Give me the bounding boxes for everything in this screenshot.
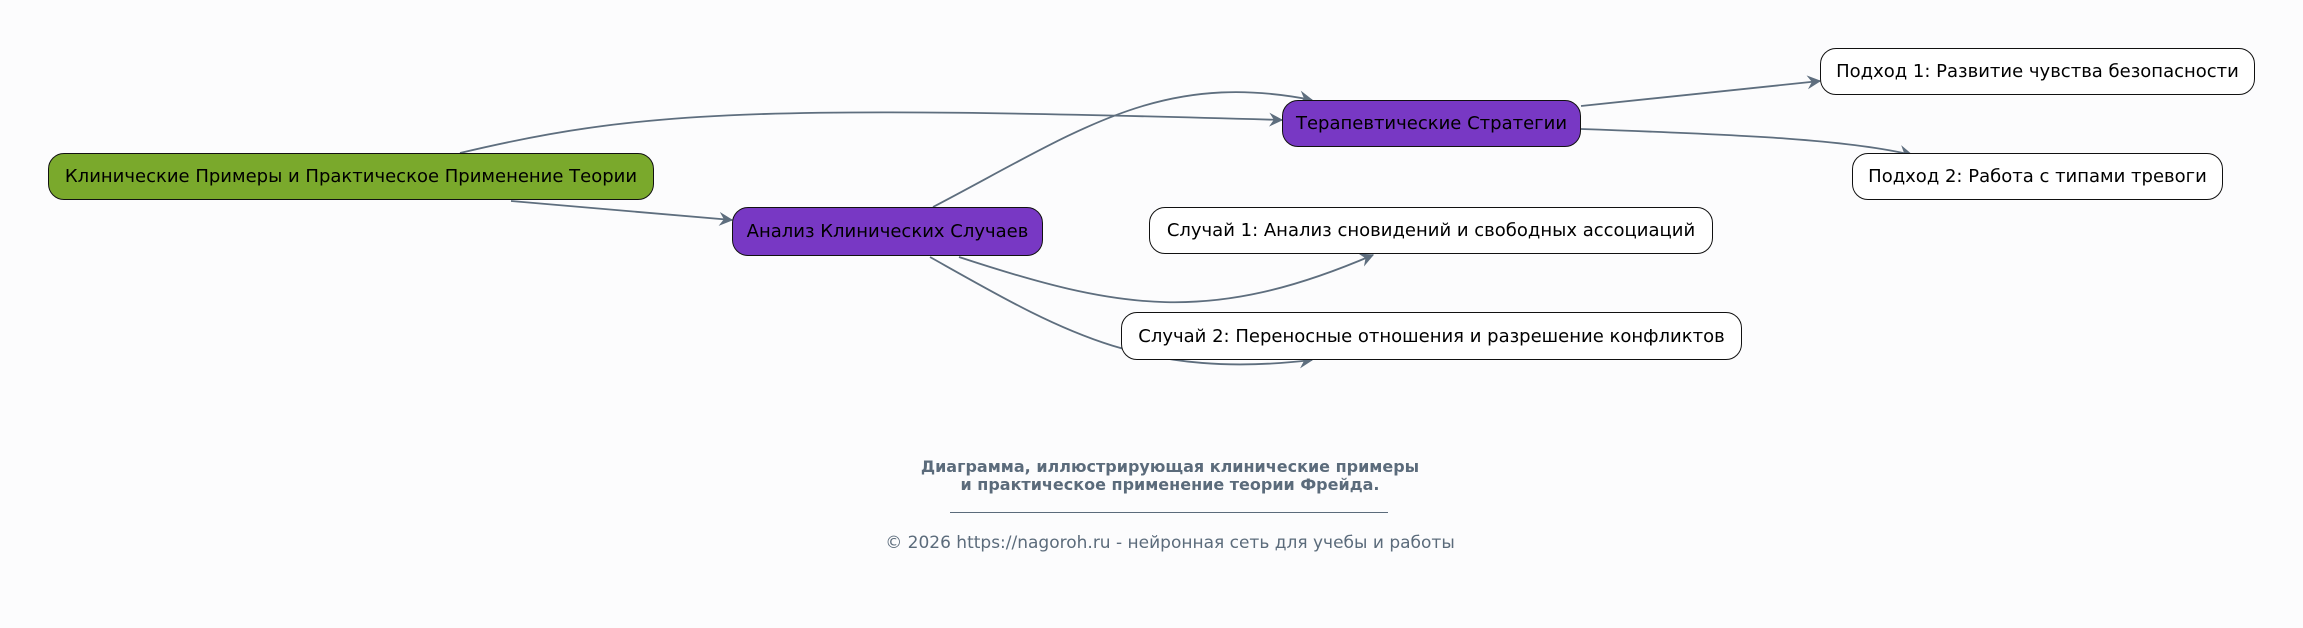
caption-line-1: Диаграмма, иллюстрирующая клинические пр…: [920, 457, 1420, 476]
edge-root-analysis: [510, 200, 734, 226]
edge-analysis-case1: [958, 253, 1375, 304]
node-strategies[interactable]: Терапевтические Стратегии: [1282, 100, 1581, 147]
edge-strategies-approach2: [1580, 128, 1914, 159]
node-case1[interactable]: Случай 1: Анализ сновидений и свободных …: [1149, 207, 1713, 254]
node-root[interactable]: Клинические Примеры и Практическое Приме…: [48, 153, 654, 200]
node-analysis[interactable]: Анализ Клинических Случаев: [732, 207, 1043, 256]
node-label: Подход 2: Работа с типами тревоги: [1868, 166, 2207, 187]
node-label: Анализ Клинических Случаев: [746, 221, 1029, 242]
footer-copyright: © 2026 https://nagoroh.ru - нейронная се…: [885, 533, 1455, 553]
node-label: Клинические Примеры и Практическое Приме…: [64, 166, 638, 187]
caption-line-2: и практическое применение теории Фрейда.: [960, 475, 1380, 494]
edge-analysis-case2: [929, 256, 1314, 369]
node-label: Случай 1: Анализ сновидений и свободных …: [1166, 220, 1696, 241]
node-approach1[interactable]: Подход 1: Развитие чувства безопасности: [1820, 48, 2255, 95]
edge-root-strategies: [459, 111, 1284, 154]
node-label: Подход 1: Развитие чувства безопасности: [1836, 61, 2239, 82]
edge-analysis-strategies: [932, 90, 1314, 208]
node-label: Терапевтические Стратегии: [1295, 113, 1568, 134]
node-approach2[interactable]: Подход 2: Работа с типами тревоги: [1852, 153, 2223, 200]
node-label: Случай 2: Переносные отношения и разреше…: [1138, 325, 1725, 347]
divider: [950, 512, 1388, 513]
node-case2[interactable]: Случай 2: Переносные отношения и разреше…: [1121, 312, 1742, 360]
edge-strategies-approach1: [1580, 75, 1822, 107]
